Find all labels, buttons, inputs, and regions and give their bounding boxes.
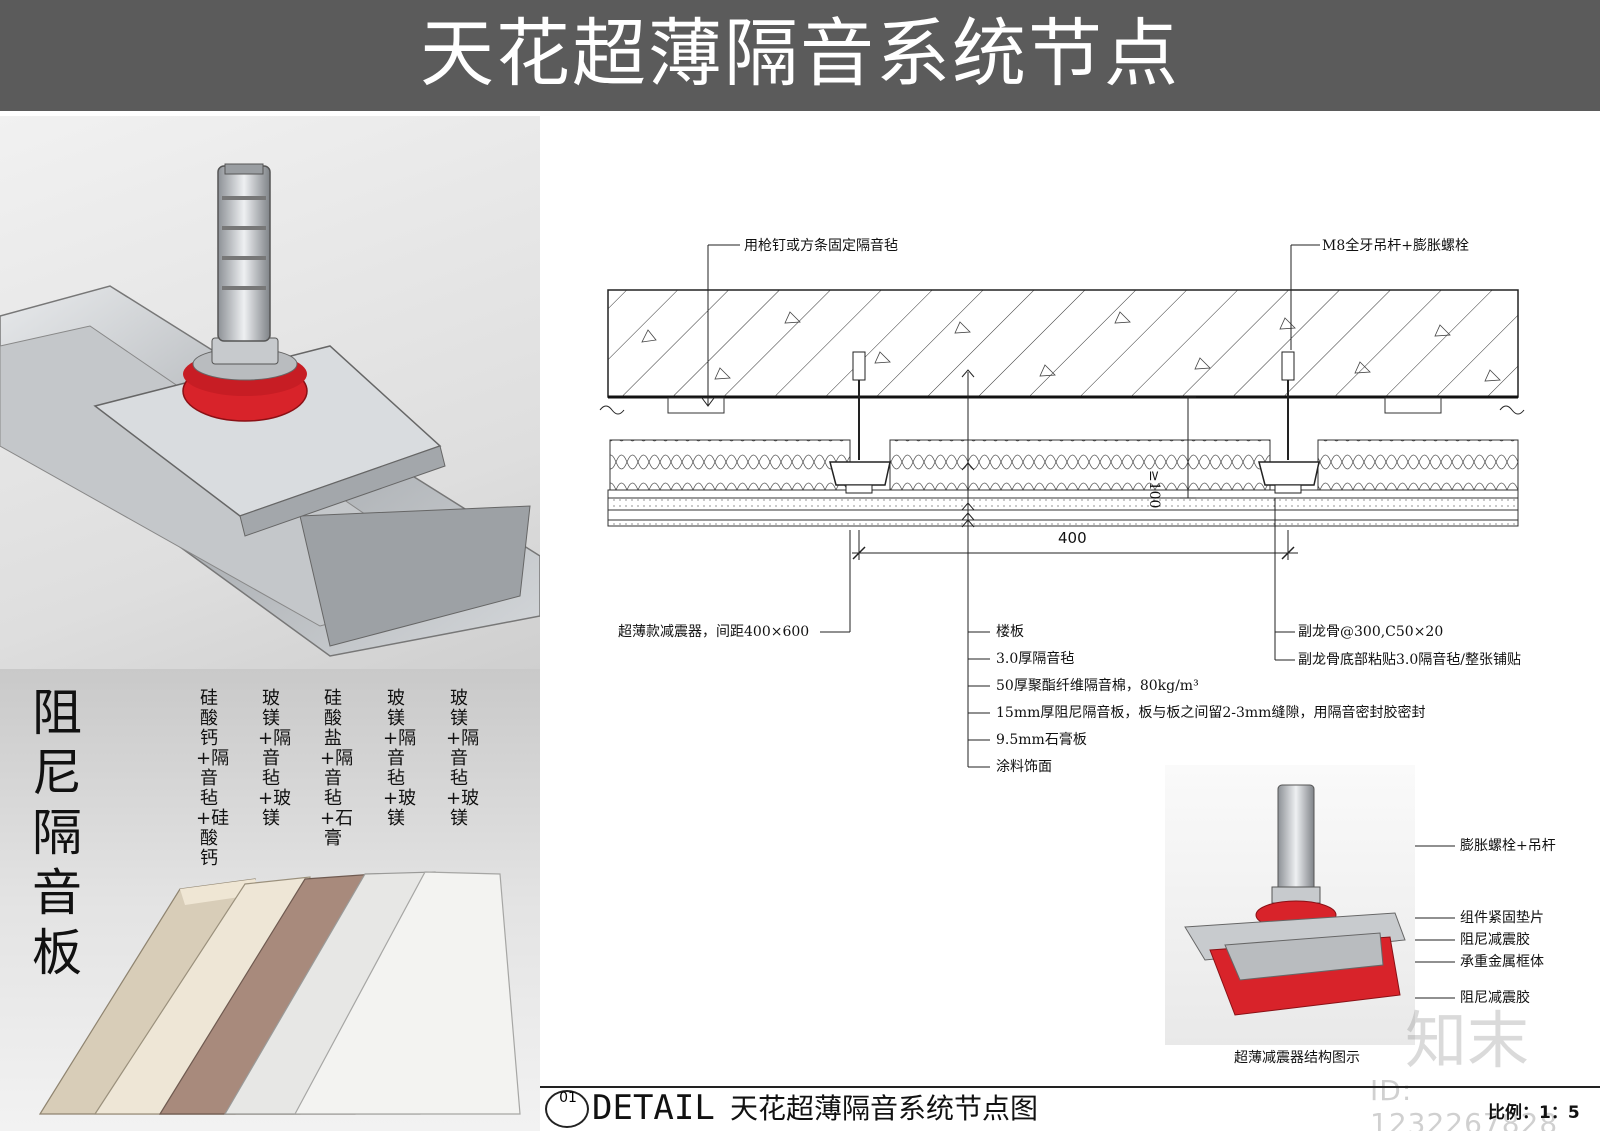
batten-right: [1384, 397, 1442, 414]
structure-label-3: 阻尼减震胶: [1460, 932, 1530, 948]
damping-boards-illustration: [38, 871, 521, 1115]
detail-title: 天花超薄隔音系统节点图: [730, 1092, 1039, 1125]
title-bar: 天花超薄隔音系统节点: [0, 0, 1600, 111]
damping-boards-photo: 阻尼隔音板 硅酸钙+隔音毡+硅酸钙 玻镁+隔音毡+玻镁 硅酸盐+隔音毡+石膏 玻…: [0, 669, 540, 1131]
slab-aggregate: [641, 311, 1501, 382]
damper-right: [1258, 461, 1320, 486]
layer-label-2: 3.0厚隔音毡: [996, 651, 1075, 667]
callout-sub-keel-felt: 副龙骨底部粘贴3.0隔音毡/整张铺贴: [1298, 652, 1521, 668]
board-type-label-4: 玻镁+隔音毡+玻镁: [383, 688, 417, 829]
damper-structure-illustration: [1184, 784, 1406, 1016]
damper-bracket-illustration: [0, 163, 541, 657]
brand-watermark: 知末: [1405, 1004, 1530, 1077]
layer-label-1: 楼板: [996, 624, 1024, 640]
detail-number-circle: [545, 1090, 589, 1128]
id-watermark: ID: 1232267828: [1370, 1074, 1559, 1131]
callout-fix-felt: 用枪钉或方条固定隔音毡: [744, 238, 898, 254]
page-title: 天花超薄隔音系统节点: [420, 11, 1180, 97]
callout-m8-rod: M8全牙吊杆+膨胀螺栓: [1322, 238, 1469, 254]
dimension-width: 400: [1058, 529, 1087, 547]
structure-label-1: 膨胀螺栓+吊杆: [1460, 838, 1556, 854]
scale-label: 比例：1：5: [1488, 1103, 1580, 1123]
structure-label-4: 承重金属框体: [1460, 954, 1544, 970]
structure-label-2: 组件紧固垫片: [1460, 910, 1544, 926]
detail-word: DETAIL: [592, 1088, 715, 1128]
batten-left: [667, 397, 725, 414]
concrete-slab: [607, 289, 1519, 398]
structure-caption: 超薄减震器结构图示: [1234, 1050, 1360, 1066]
callout-damper-spacing: 超薄款减震器，间距400×600: [618, 624, 810, 640]
damper-structure-photo: [1165, 765, 1415, 1045]
layer-label-3: 50厚聚酯纤维隔音棉，80kg/m³: [996, 678, 1199, 694]
board-type-label-1: 硅酸钙+隔音毡+硅酸钙: [196, 688, 230, 869]
callout-sub-keel: 副龙骨@300,C50×20: [1298, 624, 1444, 640]
detail-number: 01: [559, 1090, 577, 1106]
layer-label-5: 9.5mm石膏板: [996, 732, 1087, 748]
board-type-label-3: 硅酸盐+隔音毡+石膏: [320, 688, 354, 849]
damper-left: [829, 461, 891, 486]
layer-label-4: 15mm厚阻尼隔音板，板与板之间留2-3mm缝隙，用隔音密封胶密封: [996, 705, 1426, 721]
damper-bracket-photo: [0, 116, 541, 669]
layer-label-6: 涂料饰面: [996, 759, 1052, 775]
footer-divider: [540, 1086, 1600, 1088]
board-type-label-5: 玻镁+隔音毡+玻镁: [446, 688, 480, 829]
structure-label-5: 阻尼减震胶: [1460, 990, 1530, 1006]
damping-board-title: 阻尼隔音板: [32, 684, 82, 982]
dimension-height: ≥100: [1146, 470, 1162, 509]
board-type-label-2: 玻镁+隔音毡+玻镁: [258, 688, 292, 829]
